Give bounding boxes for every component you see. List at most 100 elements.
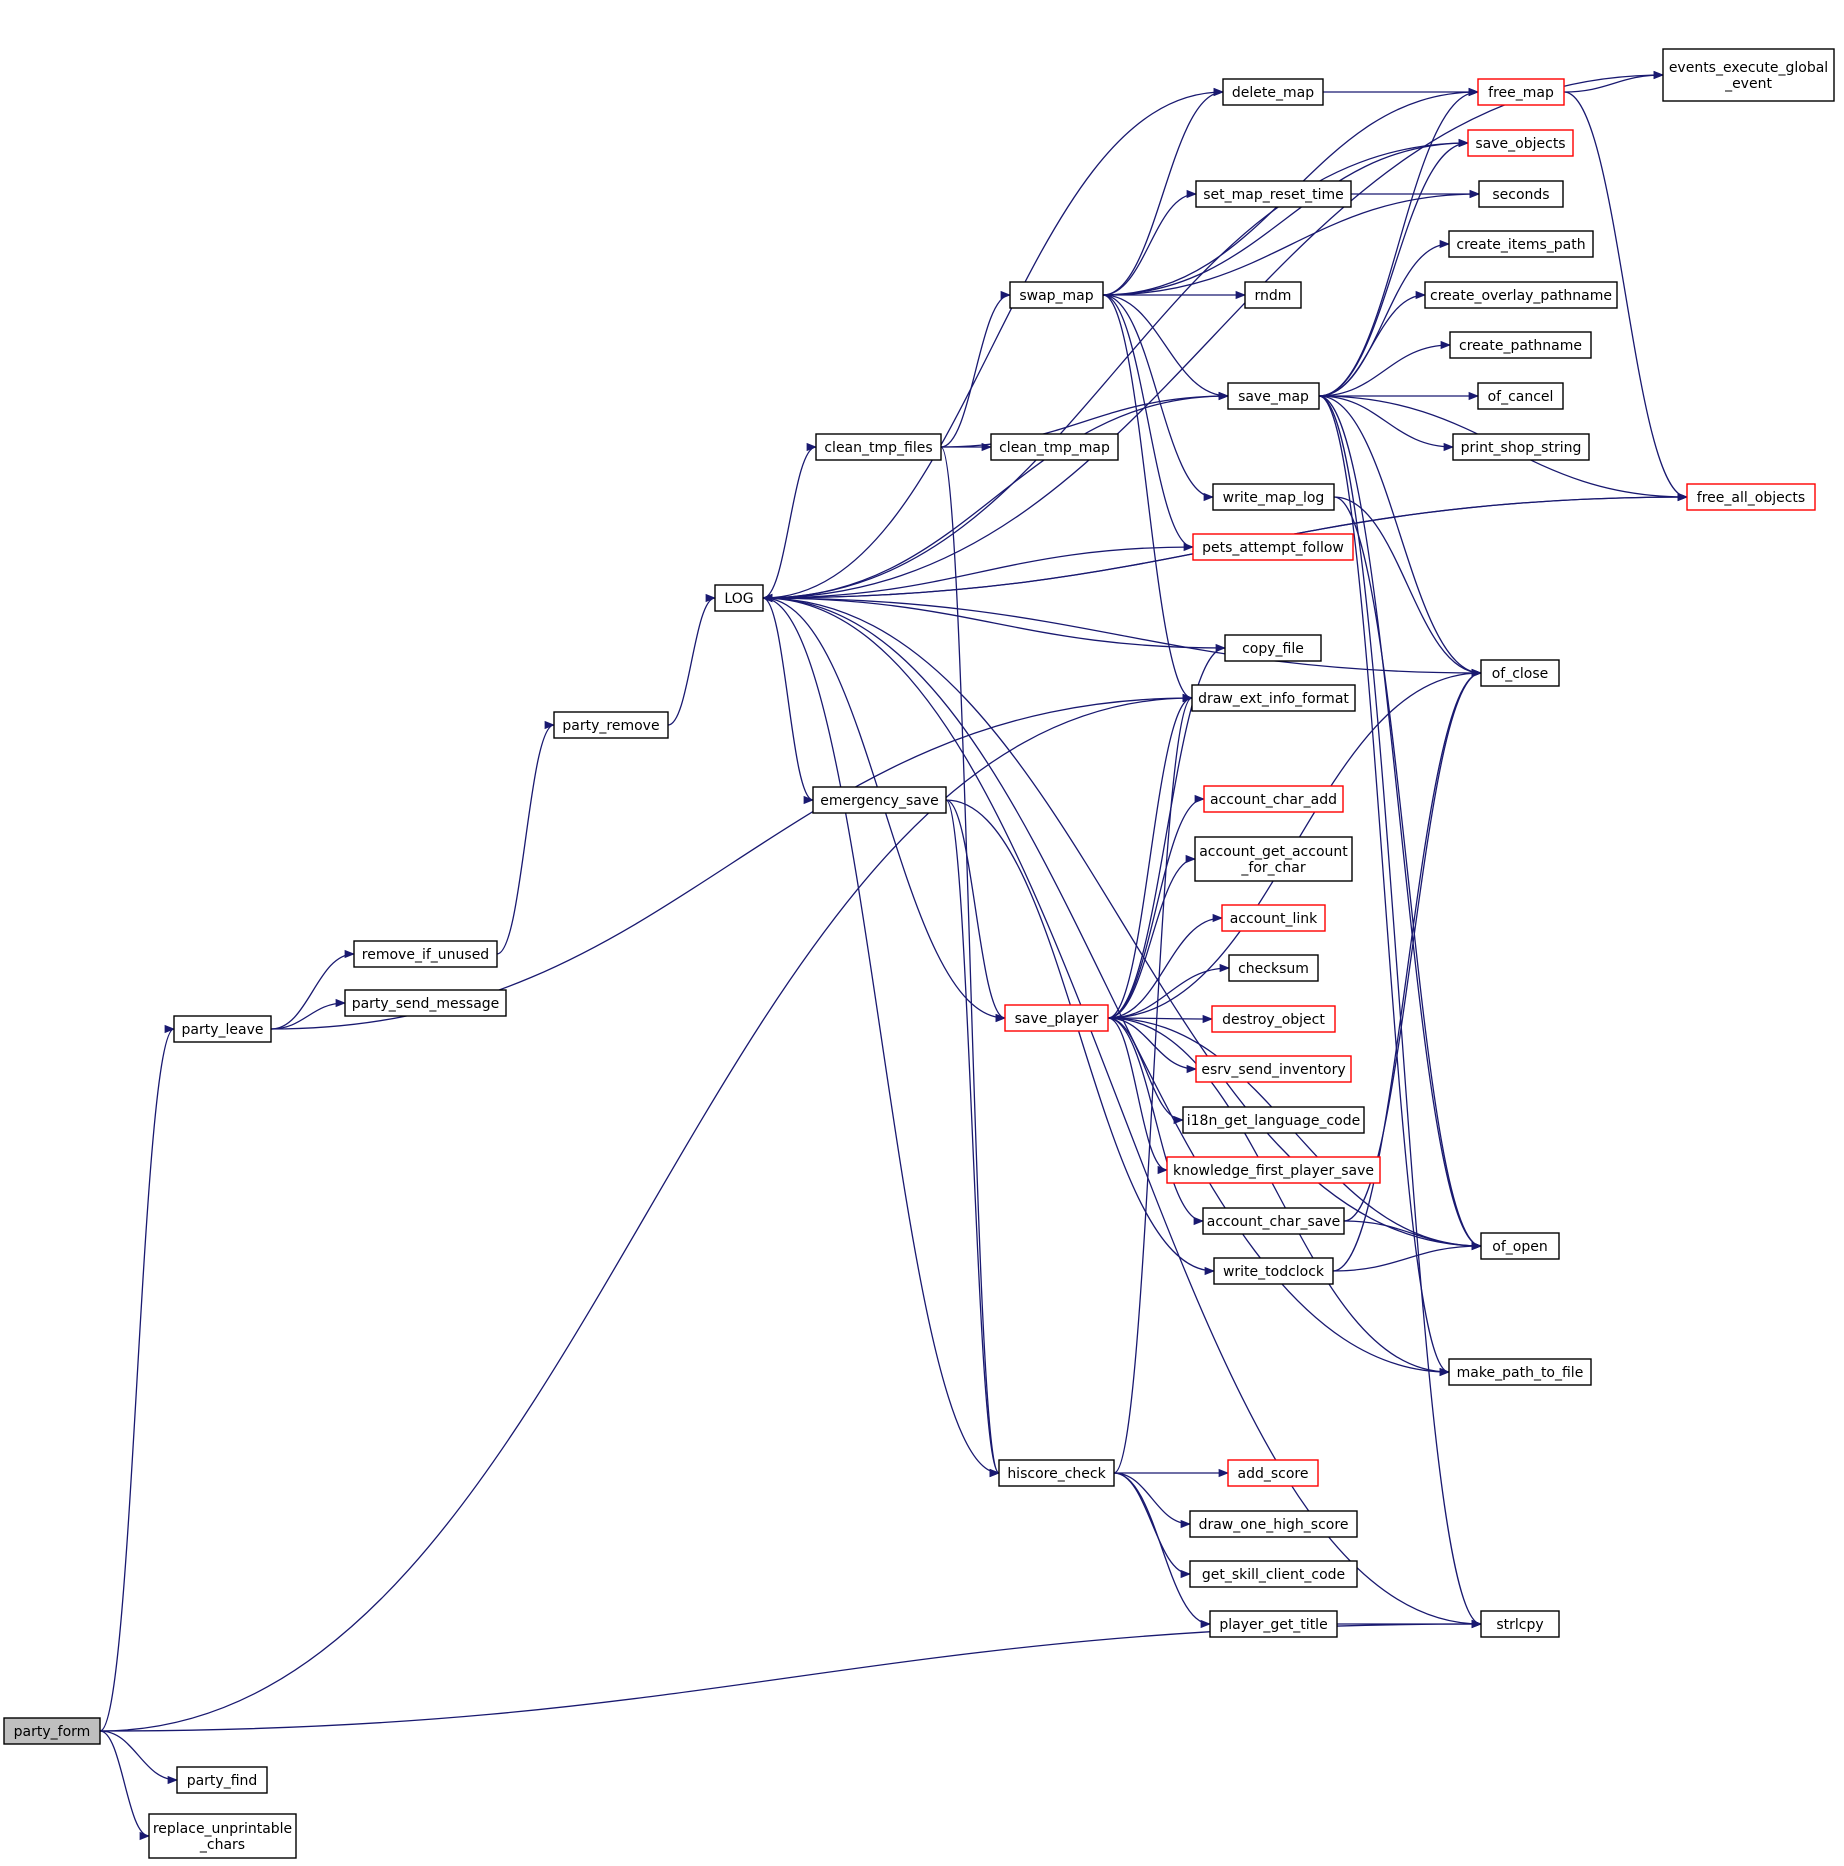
edge-party_remove-to-LOG [667, 593, 717, 726]
node-label: party_send_message [352, 996, 500, 1012]
node-swap_map[interactable]: swap_map [1009, 281, 1104, 309]
node-label: account_link [1230, 911, 1318, 927]
node-draw_ext_info_format[interactable]: draw_ext_info_format [1191, 684, 1356, 712]
node-clean_tmp_map[interactable]: clean_tmp_map [990, 433, 1119, 461]
edge-write_todclock-to-of_open [1332, 1241, 1483, 1272]
node-label: create_items_path [1456, 237, 1585, 253]
edge-save_player-to-knowledge_first_player_save [1107, 1017, 1169, 1175]
node-label: write_map_log [1223, 490, 1325, 506]
edge-LOG-to-strlcpy [762, 597, 1483, 1629]
node-label: swap_map [1019, 288, 1093, 304]
node-create_overlay_pathname[interactable]: create_overlay_pathname [1424, 281, 1618, 309]
node-add_score[interactable]: add_score [1227, 1459, 1319, 1487]
node-label: print_shop_string [1461, 440, 1582, 456]
edge-save_map-to-create_items_path [1318, 239, 1451, 397]
node-delete_map[interactable]: delete_map [1222, 78, 1324, 106]
node-party_leave[interactable]: party_leave [173, 1015, 272, 1043]
node-checksum[interactable]: checksum [1228, 954, 1319, 982]
node-label: checksum [1238, 961, 1309, 977]
edge-of_close-to-LOG [761, 593, 1482, 674]
node-clean_tmp_files[interactable]: clean_tmp_files [815, 433, 942, 461]
edge-save_player-to-account_get_account_for_char [1107, 854, 1197, 1019]
edge-save_player-to-account_char_save [1107, 1017, 1205, 1226]
node-label: esrv_send_inventory [1201, 1062, 1345, 1078]
edge-save_map-to-save_objects [1318, 138, 1470, 397]
node-party_form[interactable]: party_form [3, 1717, 101, 1745]
edge-write_map_log-to-of_close [1333, 496, 1483, 678]
edge-LOG-to-clean_tmp_files [762, 442, 818, 599]
node-make_path_to_file[interactable]: make_path_to_file [1448, 1358, 1592, 1386]
node-emergency_save[interactable]: emergency_save [812, 786, 947, 814]
edge-save_map-to-create_overlay_pathname [1318, 290, 1427, 397]
edge-party_form-to-party_leave [99, 1025, 176, 1732]
edge-party_form-to-replace_unprintable_chars [99, 1730, 151, 1841]
edge-emergency_save-to-write_todclock [945, 799, 1216, 1276]
edge-pets_attempt_follow-to-LOG [761, 546, 1194, 603]
node-pets_attempt_follow[interactable]: pets_attempt_follow [1192, 533, 1354, 561]
node-hiscore_check[interactable]: hiscore_check [998, 1459, 1115, 1487]
node-save_player[interactable]: save_player [1004, 1004, 1109, 1032]
node-knowledge_first_player_save[interactable]: knowledge_first_player_save [1166, 1156, 1381, 1184]
edge-hiscore_check-to-player_get_title [1113, 1472, 1212, 1629]
node-LOG[interactable]: LOG [714, 584, 764, 612]
edge-party_leave-to-remove_if_unused [270, 949, 356, 1030]
node-label: seconds [1492, 187, 1549, 203]
node-replace_unprintable_chars[interactable]: replace_unprintable_chars [148, 1813, 297, 1859]
edge-account_char_save-to-of_close [1343, 668, 1483, 1222]
node-create_pathname[interactable]: create_pathname [1449, 331, 1592, 359]
node-account_char_save[interactable]: account_char_save [1202, 1207, 1345, 1235]
node-events_execute_global_event[interactable]: events_execute_global_event [1662, 48, 1835, 102]
node-destroy_object[interactable]: destroy_object [1211, 1005, 1336, 1033]
node-label: make_path_to_file [1457, 1365, 1584, 1381]
node-account_char_add[interactable]: account_char_add [1203, 785, 1344, 813]
node-create_items_path[interactable]: create_items_path [1448, 230, 1594, 258]
node-label: save_map [1238, 389, 1309, 405]
edge-make_path_to_file-to-LOG [761, 593, 1450, 1373]
node-account_link[interactable]: account_link [1221, 904, 1326, 932]
node-label: free_map [1488, 85, 1554, 101]
node-of_close[interactable]: of_close [1480, 659, 1560, 687]
edge-hiscore_check-to-draw_one_high_score [1113, 1472, 1192, 1529]
node-party_send_message[interactable]: party_send_message [344, 989, 507, 1017]
node-seconds[interactable]: seconds [1478, 180, 1564, 208]
node-label: free_all_objects [1697, 490, 1805, 506]
node-print_shop_string[interactable]: print_shop_string [1452, 433, 1590, 461]
node-of_open[interactable]: of_open [1480, 1232, 1560, 1260]
node-party_find[interactable]: party_find [176, 1766, 268, 1794]
edge-party_form-to-strlcpy [99, 1619, 1483, 1732]
node-save_map[interactable]: save_map [1227, 382, 1320, 410]
node-i18n_get_language_code[interactable]: i18n_get_language_code [1182, 1106, 1365, 1134]
edge-save_player-to-copy_file [1107, 643, 1227, 1019]
node-save_objects[interactable]: save_objects [1467, 129, 1574, 157]
node-esrv_send_inventory[interactable]: esrv_send_inventory [1195, 1055, 1352, 1083]
node-copy_file[interactable]: copy_file [1224, 634, 1322, 662]
edge-copy_file-to-LOG [761, 593, 1226, 649]
edge-swap_map-to-save_map [1102, 294, 1230, 401]
node-label: _event [1724, 76, 1772, 92]
node-remove_if_unused[interactable]: remove_if_unused [353, 940, 498, 968]
node-draw_one_high_score[interactable]: draw_one_high_score [1189, 1510, 1358, 1538]
edge-party_leave-to-draw_ext_info_format [270, 693, 1194, 1030]
node-rndm[interactable]: rndm [1244, 281, 1302, 309]
node-label: party_form [14, 1724, 91, 1740]
node-label: knowledge_first_player_save [1173, 1163, 1374, 1179]
edge-clean_tmp_files-to-swap_map [940, 290, 1012, 448]
node-label: clean_tmp_map [999, 440, 1110, 456]
node-party_remove[interactable]: party_remove [553, 711, 669, 739]
node-write_todclock[interactable]: write_todclock [1213, 1257, 1334, 1285]
node-player_get_title[interactable]: player_get_title [1209, 1610, 1338, 1638]
node-of_cancel[interactable]: of_cancel [1477, 382, 1564, 410]
node-free_all_objects[interactable]: free_all_objects [1686, 483, 1816, 511]
node-label: add_score [1238, 1466, 1309, 1482]
node-set_map_reset_time[interactable]: set_map_reset_time [1195, 180, 1352, 208]
edge-save_map-to-strlcpy [1318, 395, 1483, 1629]
nodes-layer: party_form party_find replace_unprintable_… [3, 48, 1835, 1859]
node-strlcpy[interactable]: strlcpy [1480, 1610, 1560, 1638]
edge-remove_if_unused-to-party_remove [496, 720, 556, 955]
edge-save_player-to-account_char_add [1107, 794, 1206, 1019]
node-label: delete_map [1232, 85, 1314, 101]
node-get_skill_client_code[interactable]: get_skill_client_code [1189, 1560, 1358, 1588]
node-account_get_account_for_char[interactable]: account_get_account_for_char [1194, 836, 1353, 882]
node-write_map_log[interactable]: write_map_log [1212, 483, 1335, 511]
node-free_map[interactable]: free_map [1477, 78, 1565, 106]
